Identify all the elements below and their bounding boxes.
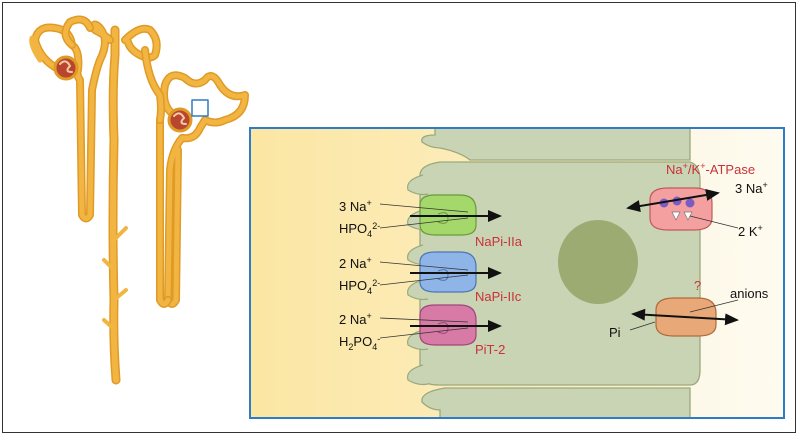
napi-iic-name: NaPi-IIc <box>475 289 522 304</box>
napi-iia-transporter <box>379 194 502 236</box>
interstitium-region <box>690 128 784 418</box>
pit2-phosphate-label: H2PO4- <box>339 334 380 352</box>
exchanger-question-mark: ? <box>694 278 701 293</box>
pump-k-in-label: 2 K+ <box>738 223 763 239</box>
pit2-na-label: 2 Na+ <box>339 311 372 327</box>
left-glomerulus <box>53 55 79 81</box>
collecting-duct <box>102 25 128 385</box>
zoom-box-marker <box>191 99 209 117</box>
pit2-name: PiT-2 <box>475 342 505 357</box>
napi-iia-name: NaPi-IIa <box>475 234 523 249</box>
napi-iia-na-label: 3 Na+ <box>339 198 372 214</box>
lower-cell <box>421 387 691 419</box>
nucleus <box>558 220 638 304</box>
upper-cell <box>421 127 691 161</box>
pump-na-arrow <box>626 189 720 212</box>
right-nephron <box>141 46 249 308</box>
anion-exchanger <box>629 297 739 337</box>
pit2-transporter <box>379 304 502 346</box>
pump-name: Na+/K+-ATPase <box>666 161 755 177</box>
cell-panel: 3 Na+ HPO42- NaPi-IIa 2 Na+ HPO42- NaPi-… <box>249 127 785 419</box>
napi-iic-phosphate-label: HPO42- <box>339 278 380 296</box>
exchanger-anions-label: anions <box>730 286 769 301</box>
zoom-panel-border <box>249 127 785 419</box>
napi-iia-phosphate-label: HPO42- <box>339 221 380 239</box>
right-glomerulus <box>167 107 193 133</box>
nephron-illustration <box>29 15 249 385</box>
exchanger-pi-label: Pi <box>609 325 621 340</box>
na-k-atpase <box>626 187 739 231</box>
napi-iic-na-label: 2 Na+ <box>339 255 372 271</box>
left-nephron <box>29 15 161 223</box>
pump-na-out-label: 3 Na+ <box>735 180 768 196</box>
napi-iic-transporter <box>379 251 502 293</box>
exchanger-arrow <box>631 308 739 326</box>
